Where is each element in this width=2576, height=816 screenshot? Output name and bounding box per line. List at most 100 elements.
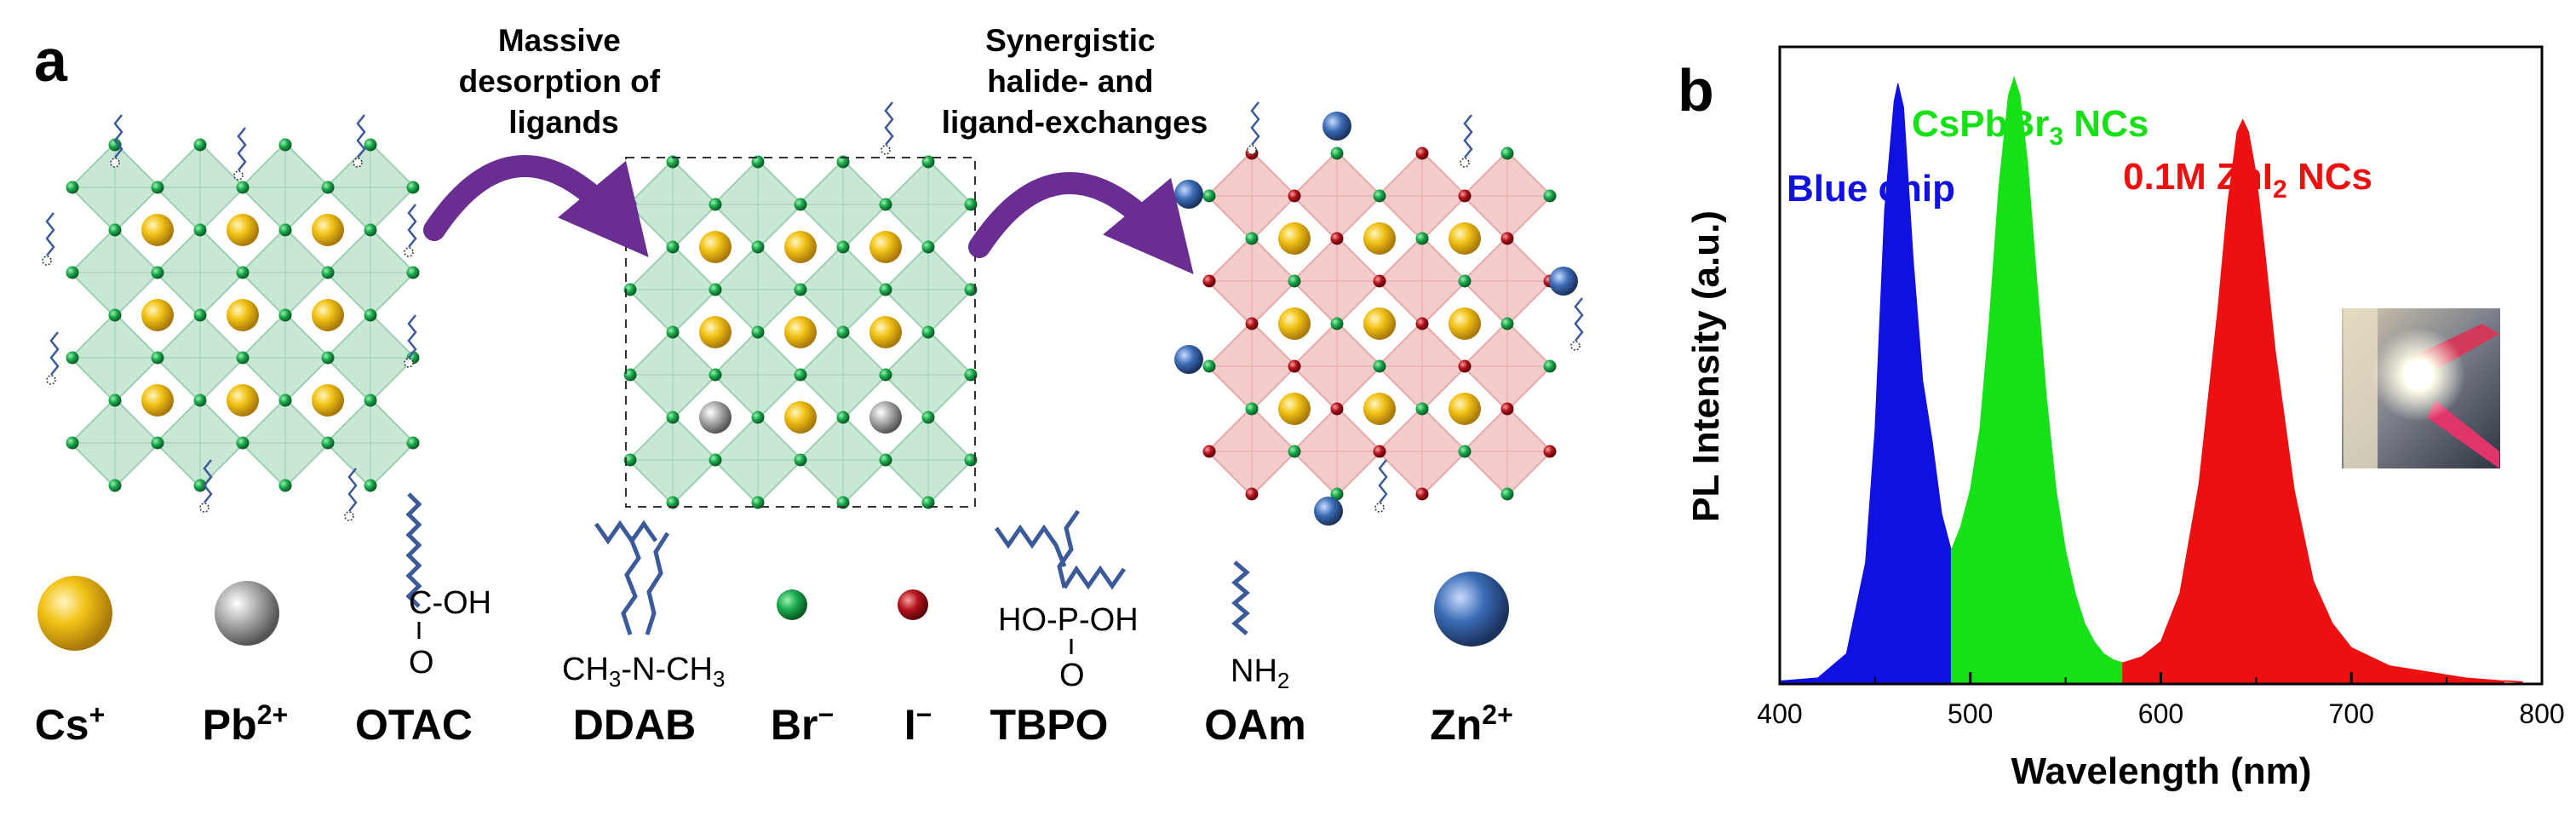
zn-ion bbox=[1322, 112, 1351, 141]
cs-sphere bbox=[869, 231, 902, 263]
br-ion bbox=[1288, 445, 1301, 458]
br-ion bbox=[406, 436, 420, 450]
ligand-anchor bbox=[199, 503, 209, 513]
br-ion bbox=[1288, 274, 1301, 288]
br-ion bbox=[108, 479, 122, 492]
br-ion bbox=[879, 198, 892, 211]
cs-sphere bbox=[1278, 307, 1311, 340]
br-ion bbox=[836, 240, 850, 254]
oam-chain bbox=[1231, 560, 1250, 635]
br-ion bbox=[879, 453, 892, 467]
br-ion bbox=[666, 240, 680, 254]
br-ion bbox=[193, 138, 207, 152]
br-ion bbox=[666, 496, 680, 509]
br-ion bbox=[921, 240, 935, 254]
octahedron-edge bbox=[1208, 237, 1296, 325]
octahedron-edge bbox=[156, 143, 244, 232]
octahedron-edge bbox=[884, 416, 972, 504]
zn-ion bbox=[1174, 345, 1203, 374]
br-ion bbox=[964, 368, 978, 382]
cs-sphere bbox=[1278, 222, 1311, 255]
ligand-chain bbox=[49, 331, 60, 376]
br-ion bbox=[921, 325, 935, 339]
octahedron-edge bbox=[326, 399, 415, 487]
octahedron-edge bbox=[241, 313, 330, 402]
br-ion-sphere bbox=[777, 589, 807, 620]
br-ion bbox=[879, 283, 892, 296]
i-ion bbox=[1373, 445, 1386, 458]
br-ion bbox=[193, 479, 207, 492]
br-ion bbox=[751, 155, 765, 169]
br-ion bbox=[709, 283, 722, 296]
led-inset-photo bbox=[2342, 308, 2500, 468]
octahedron-edge bbox=[1293, 407, 1381, 496]
br-ion bbox=[151, 266, 164, 279]
cs-sphere bbox=[227, 299, 259, 331]
legend-tbpo: TBPO bbox=[990, 701, 1109, 749]
octahedron-edge bbox=[71, 228, 159, 317]
octahedron-edge bbox=[799, 245, 887, 334]
br-ion bbox=[666, 325, 680, 339]
i-ion bbox=[1500, 232, 1514, 245]
br-ion bbox=[879, 368, 892, 382]
cs-sphere bbox=[784, 316, 817, 348]
label-zni2-ncs: 0.1M ZnI2 NCs bbox=[2123, 156, 2372, 204]
i-ion bbox=[1415, 487, 1429, 501]
octahedron-edge bbox=[714, 245, 802, 334]
ligand-chain bbox=[884, 101, 894, 146]
x-tick-label: 600 bbox=[2138, 698, 2183, 729]
zn-ion bbox=[1314, 497, 1343, 526]
ligand-chain bbox=[1463, 114, 1473, 158]
br-ion bbox=[278, 394, 292, 407]
octahedron-edge bbox=[326, 143, 415, 232]
octahedron-edge bbox=[71, 313, 159, 402]
ligand-anchor bbox=[1460, 158, 1470, 168]
arrow-desorption bbox=[423, 155, 649, 257]
ligand-chain bbox=[347, 468, 358, 512]
pl-spectra bbox=[1779, 75, 2523, 685]
pb-sphere bbox=[869, 401, 902, 434]
lattice-pristine-cspbbr3 bbox=[42, 114, 420, 521]
octahedron-edge bbox=[714, 160, 802, 249]
ligand-anchor bbox=[1374, 503, 1385, 513]
cs-sphere bbox=[1449, 393, 1481, 425]
legend: Cs+ Pb2+ C-OH O OTAC CH3-N-CH3 DDAB Br− bbox=[35, 492, 1513, 749]
i-ion bbox=[1202, 445, 1216, 458]
cs-sphere bbox=[699, 316, 731, 348]
br-ion bbox=[921, 155, 935, 169]
br-ion bbox=[193, 223, 207, 237]
br-ion bbox=[364, 138, 377, 152]
br-ion bbox=[364, 479, 377, 492]
br-ion bbox=[1543, 359, 1557, 373]
octahedron-edge bbox=[1208, 152, 1296, 240]
octahedron-edge bbox=[1463, 322, 1552, 411]
tbpo-formula-top: HO-P-OH bbox=[998, 602, 1139, 638]
octahedron-edge bbox=[156, 313, 244, 402]
ligand-anchor bbox=[344, 511, 354, 521]
br-ion bbox=[278, 308, 292, 322]
br-ion bbox=[236, 351, 250, 365]
br-ion bbox=[836, 496, 850, 509]
br-ion bbox=[794, 198, 807, 211]
cs-sphere bbox=[784, 231, 817, 263]
legend-oam: OAm bbox=[1204, 701, 1305, 749]
spectrum-cspbbr3 bbox=[1950, 75, 2124, 685]
octahedron-edge bbox=[1208, 407, 1296, 496]
cs-sphere bbox=[1278, 393, 1311, 425]
vacancy-outline bbox=[625, 157, 976, 508]
octahedron-edge bbox=[628, 245, 717, 334]
br-ion bbox=[921, 496, 935, 509]
zn-ion-sphere bbox=[1434, 572, 1509, 646]
ligand-chain bbox=[1378, 459, 1388, 503]
spectrum-blue-chip bbox=[1779, 83, 1952, 685]
zn-ion bbox=[1174, 180, 1203, 209]
i-ion bbox=[1458, 189, 1472, 203]
br-ion bbox=[1543, 189, 1557, 203]
ligand-anchor bbox=[42, 256, 52, 266]
lattice-halide-exchanged bbox=[1174, 101, 1584, 526]
step2-caption: Synergistic halide- and ligand-exchanges bbox=[942, 23, 1208, 140]
otac-chain bbox=[405, 492, 422, 608]
cs-sphere bbox=[141, 214, 174, 246]
br-ion bbox=[1458, 445, 1472, 458]
octahedron-edge bbox=[628, 160, 717, 249]
